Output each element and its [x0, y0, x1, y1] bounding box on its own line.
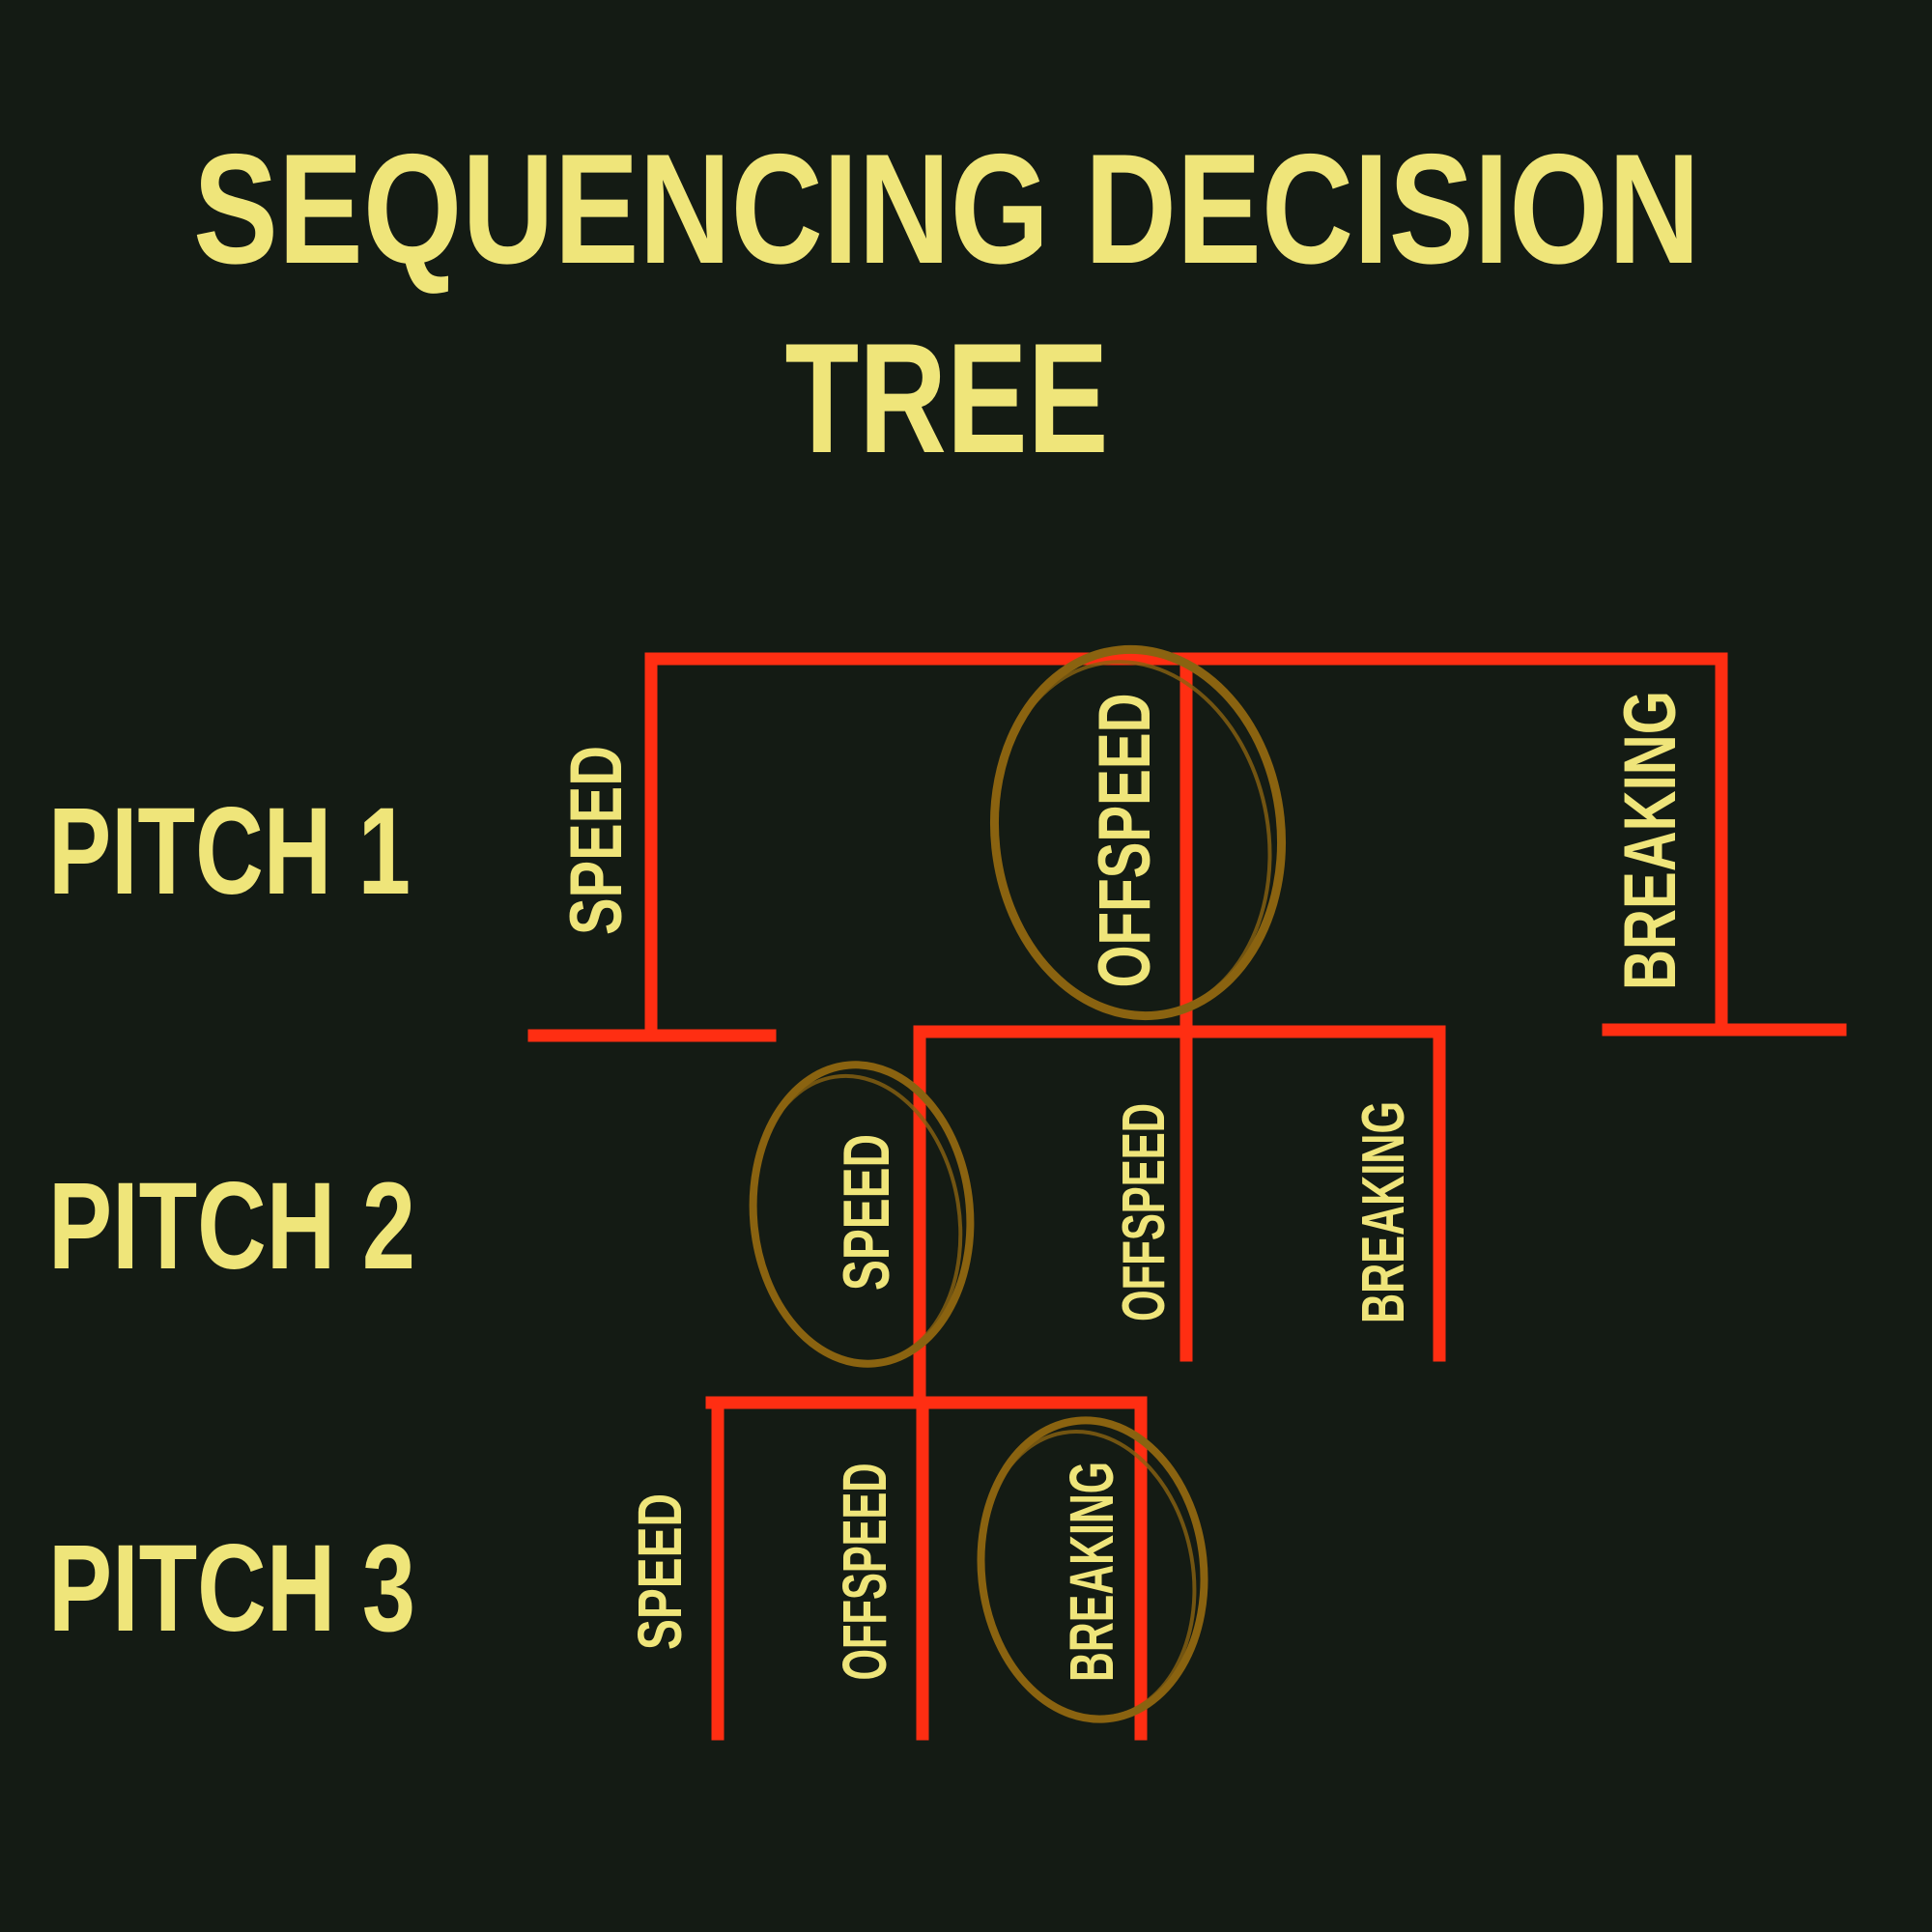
selection-circle-pitch-2 [749, 1061, 975, 1368]
selection-circle-pitch-3 [977, 1416, 1208, 1723]
selection-circles [749, 644, 1287, 1723]
pitch-3-option-breaking: BREAKING [1057, 1462, 1126, 1682]
pitch-1-option-offspeed: OFFSPEED [1084, 694, 1166, 988]
row-label-pitch-3: PITCH 3 [48, 1520, 415, 1658]
pitch-1-option-speed: SPEED [555, 746, 638, 935]
title-line-1: SEQUENCING DECISION [193, 122, 1700, 297]
row-label-pitch-1: PITCH 1 [48, 782, 411, 921]
pitch-2-option-speed: SPEED [830, 1134, 903, 1291]
selection-circle-pitch-1 [989, 644, 1287, 1021]
pitch-3-option-offspeed: OFFSPEED [830, 1463, 899, 1681]
pitch-2-option-breaking: BREAKING [1350, 1101, 1417, 1323]
pitch-1-option-breaking: BREAKING [1609, 691, 1691, 990]
title-line-2: TREE [785, 311, 1109, 486]
pitch-3-option-speed: SPEED [625, 1493, 695, 1650]
row-label-pitch-2: PITCH 2 [48, 1157, 415, 1295]
pitch-2-option-offspeed: OFFSPEED [1111, 1103, 1178, 1321]
